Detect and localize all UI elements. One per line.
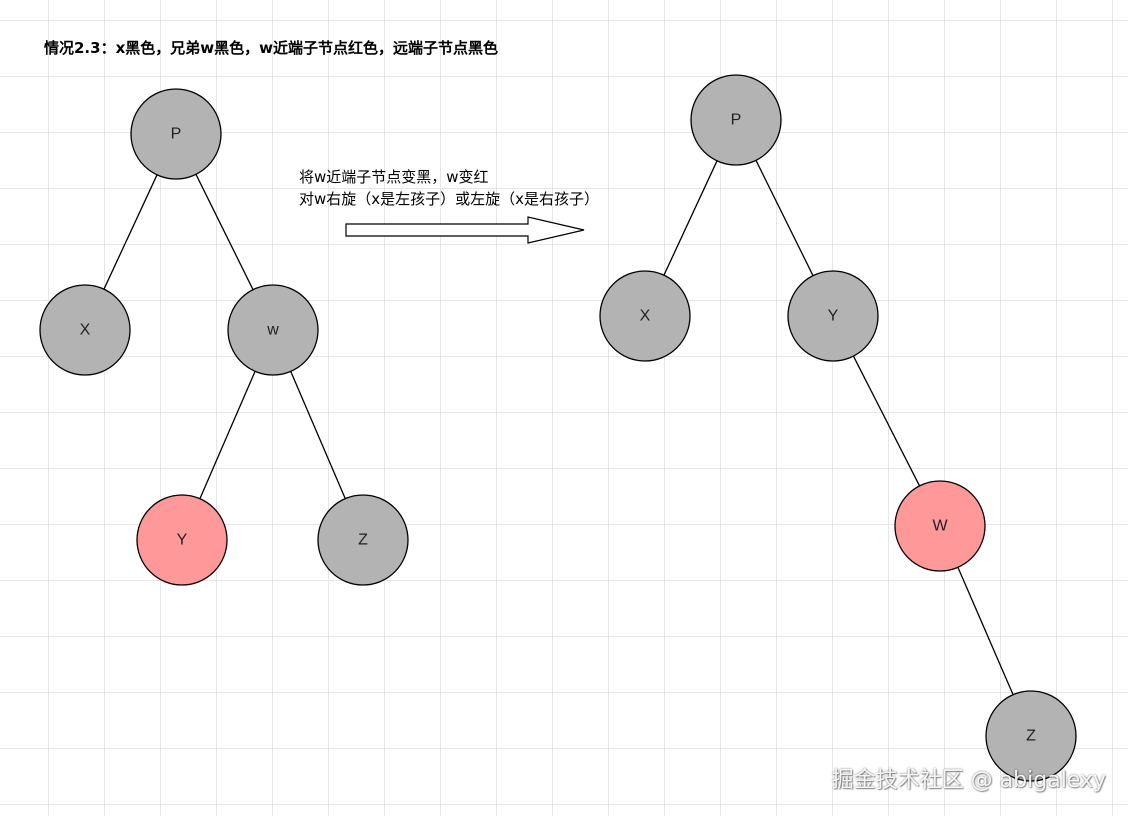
- after-node-label-x: X: [640, 308, 651, 325]
- before-edge-p-x: [103, 174, 158, 290]
- before-node-label-p: P: [171, 126, 182, 143]
- after-node-z: [985, 690, 1077, 782]
- after-edge-y-w: [852, 355, 921, 487]
- before-node-p: [130, 88, 222, 180]
- after-node-label-w: W: [932, 518, 948, 535]
- before-node-w: [227, 284, 319, 376]
- after-edge-w-z: [957, 567, 1014, 695]
- after-node-label-p: P: [731, 112, 742, 129]
- after-node-w: [894, 480, 986, 572]
- transform-caption-line1: 将w近端子节点变黑，w变红: [299, 168, 489, 186]
- before-node-label-y: Y: [177, 532, 188, 549]
- before-edge-w-z: [290, 371, 346, 499]
- transform-caption-line2: 对w右旋（x是左孩子）或左旋（x是右孩子）: [299, 190, 600, 208]
- after-edge-p-x: [663, 160, 718, 276]
- before-node-z: [317, 494, 409, 586]
- watermark: 掘金技术社区 @ abigalexy: [831, 768, 1106, 793]
- after-node-p: [690, 74, 782, 166]
- after-node-x: [599, 270, 691, 362]
- after-node-label-y: Y: [828, 308, 839, 325]
- after-node-y: [787, 270, 879, 362]
- before-edge-p-w: [195, 174, 254, 290]
- before-edge-w-y: [199, 371, 256, 499]
- transform-arrow: [345, 216, 585, 244]
- after-tree: P X Y W Z: [599, 74, 1077, 782]
- before-node-y: [136, 494, 228, 586]
- before-node-label-x: X: [80, 322, 91, 339]
- diagram-title: 情况2.3：x黑色，兄弟w黑色，w近端子节点红色，远端子节点黑色: [44, 39, 498, 57]
- before-node-label-z: Z: [358, 532, 368, 549]
- after-edge-p-y: [755, 160, 814, 276]
- before-node-x: [39, 284, 131, 376]
- after-node-label-z: Z: [1026, 728, 1036, 745]
- before-node-label-w: w: [266, 322, 279, 339]
